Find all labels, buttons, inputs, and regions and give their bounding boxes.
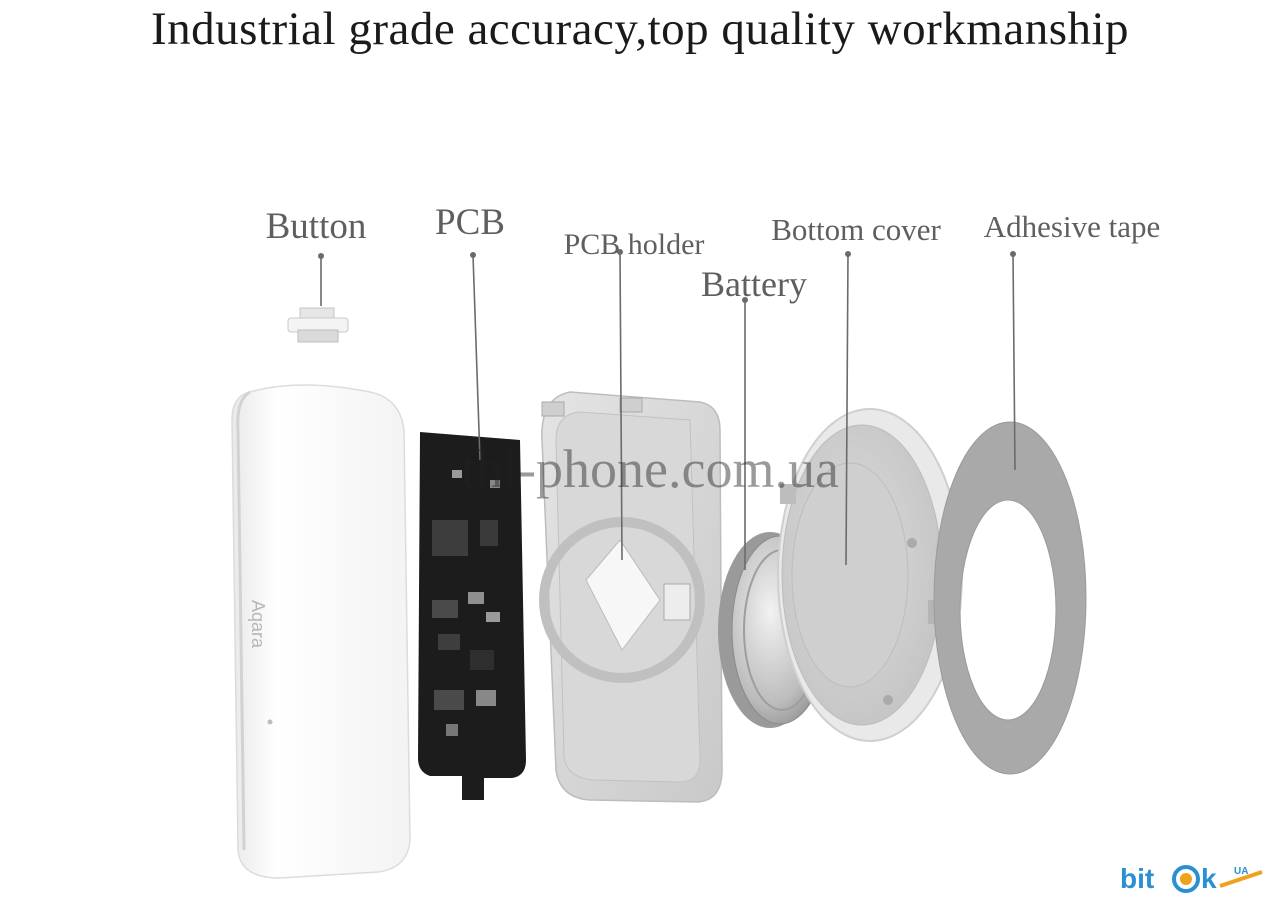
adhesive-tape-part	[933, 421, 1087, 775]
label-pcb: PCB	[435, 202, 505, 243]
brand-logo: bit k UA	[1120, 863, 1263, 894]
device-mark: Aqara	[248, 600, 268, 649]
brand-logo-text-a: bit	[1120, 863, 1154, 894]
headline: Industrial grade accuracy,top quality wo…	[150, 3, 1130, 55]
main-case-part: Aqara	[231, 384, 411, 879]
label-battery: Battery	[701, 264, 807, 304]
pcb-part	[418, 432, 526, 800]
label-pcb-holder: PCB holder	[564, 228, 705, 261]
brand-logo-text-b: k	[1201, 863, 1217, 894]
label-bottom-cover: Bottom cover	[771, 212, 941, 247]
pcb-holder-part	[539, 391, 723, 803]
label-button: Button	[266, 206, 367, 247]
watermark: thl-phone.com.ua	[461, 439, 839, 499]
label-adhesive-tape: Adhesive tape	[984, 209, 1160, 244]
brand-logo-coin-icon	[1172, 865, 1200, 893]
bottom-cover-part	[777, 408, 963, 742]
button-part	[287, 307, 349, 343]
brand-logo-sub: UA	[1234, 866, 1248, 877]
